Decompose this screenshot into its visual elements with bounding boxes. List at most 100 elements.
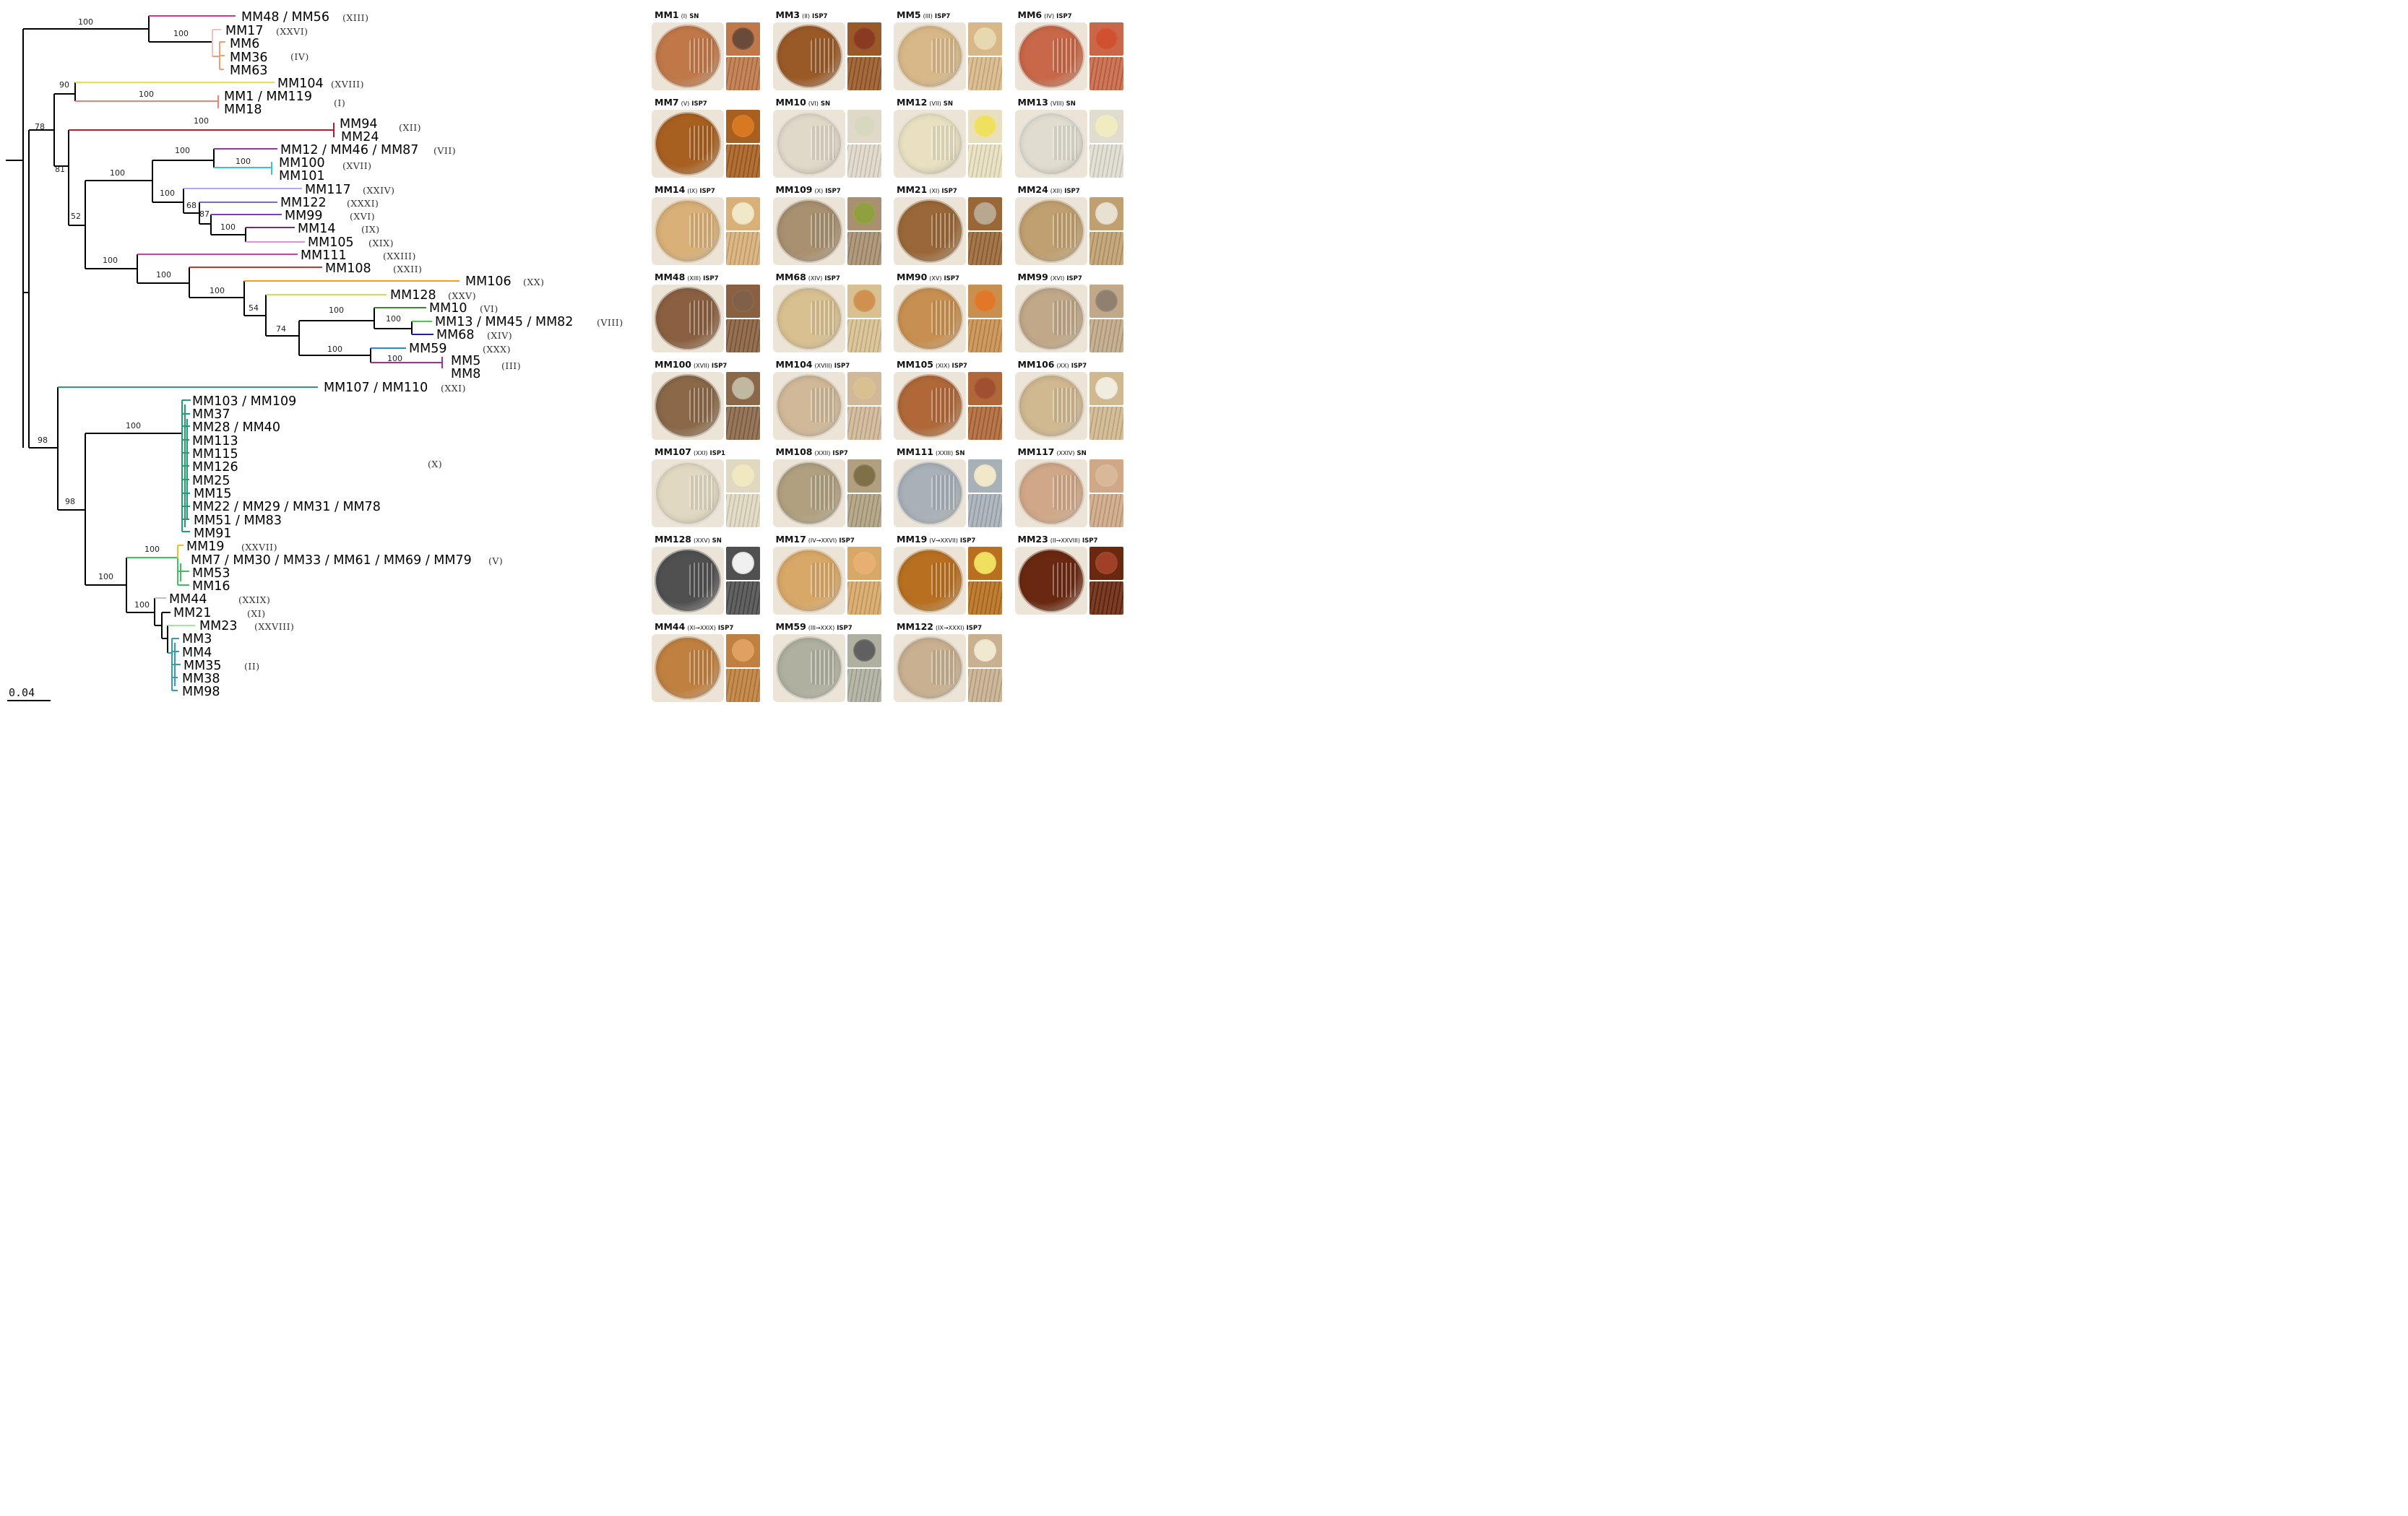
medium-tag: ISP7 xyxy=(941,188,957,195)
group-label: (IV) xyxy=(290,51,309,62)
streak-pattern xyxy=(931,475,956,510)
medium-tag: ISP7 xyxy=(812,13,828,20)
plate-caption: MM10(VI)SN xyxy=(776,95,831,108)
isolate-id: MM44 xyxy=(655,621,686,632)
colony-closeup xyxy=(1089,110,1123,143)
bootstrap-value: 81 xyxy=(55,165,65,174)
plate-caption: MM68(XIV)ISP7 xyxy=(776,269,840,283)
plate-caption: MM7(V)ISP7 xyxy=(655,95,707,108)
bootstrap-value: 100 xyxy=(78,17,93,27)
streak-pattern xyxy=(689,213,714,248)
colony xyxy=(974,27,996,50)
group-tag: (V→XXVII) xyxy=(929,537,958,544)
bootstrap-value: 100 xyxy=(386,314,401,324)
tree-branch xyxy=(212,41,225,70)
streak-pattern xyxy=(689,126,714,160)
medium-tag: ISP7 xyxy=(1056,13,1072,20)
colony-closeup xyxy=(968,110,1002,143)
bootstrap-value: 100 xyxy=(236,157,251,166)
petri-dish xyxy=(655,199,721,263)
group-label: (XVIII) xyxy=(331,79,364,90)
colony xyxy=(1095,464,1118,487)
colony-surface-closeup xyxy=(1089,57,1123,90)
tip-label: MM103 / MM109 xyxy=(192,394,296,409)
group-tag: (V) xyxy=(681,100,690,107)
streak-pattern xyxy=(689,563,714,597)
plate-caption: MM12(VII)SN xyxy=(897,95,953,108)
streak-pattern xyxy=(1052,388,1077,423)
petri-dish xyxy=(775,549,842,612)
tip-label: MM101 xyxy=(279,169,325,183)
tip-label: MM17 xyxy=(225,24,263,38)
group-tag: (XXII) xyxy=(814,450,831,456)
tip-label: MM35 xyxy=(184,659,221,673)
colony-closeup xyxy=(847,285,881,318)
petri-dish-photo xyxy=(772,285,845,352)
tip-label: MM108 xyxy=(325,261,371,276)
isolate-id: MM108 xyxy=(775,446,813,457)
streak-pattern xyxy=(689,475,714,510)
medium-tag: ISP7 xyxy=(824,275,840,282)
petri-dish xyxy=(897,25,963,88)
bootstrap-value: 100 xyxy=(126,421,141,430)
plate-caption: MM111(XXIII)SN xyxy=(897,444,965,458)
tip-label: MM7 / MM30 / MM33 / MM61 / MM69 / MM79 xyxy=(191,553,472,568)
group-label: (XIX) xyxy=(368,238,394,248)
petri-dish xyxy=(1017,199,1084,263)
group-label: (XXXI) xyxy=(347,198,379,209)
tip-label: MM107 / MM110 xyxy=(324,381,428,395)
isolate-id: MM100 xyxy=(655,359,691,370)
medium-tag: ISP7 xyxy=(691,100,707,108)
tree-branch xyxy=(75,95,219,108)
colony xyxy=(1095,552,1118,574)
streak-pattern xyxy=(931,213,956,248)
group-label: (XXII) xyxy=(393,264,422,274)
group-tag: (XI) xyxy=(929,188,940,194)
colony-closeup xyxy=(968,634,1002,667)
bootstrap-value: 100 xyxy=(98,572,113,581)
colony-surface-closeup xyxy=(847,319,881,352)
group-tag: (X) xyxy=(814,188,824,194)
tip-label: MM115 xyxy=(192,447,238,462)
group-tag: (XV) xyxy=(929,275,942,282)
colony xyxy=(853,552,876,574)
tip-label: MM16 xyxy=(192,579,230,594)
group-label: (VI) xyxy=(480,303,499,314)
medium-tag: SN xyxy=(712,537,722,545)
group-label: (V) xyxy=(488,555,503,566)
colony-surface-closeup xyxy=(726,669,760,702)
bootstrap-value: 100 xyxy=(139,90,154,99)
group-label: (XVII) xyxy=(342,160,372,171)
plate-cell: MM100(XVII)ISP7 xyxy=(650,355,760,443)
colony xyxy=(974,639,996,662)
colony-closeup xyxy=(847,547,881,580)
colony xyxy=(974,290,996,312)
colony xyxy=(974,202,996,225)
petri-dish-photo xyxy=(1014,197,1087,265)
tip-label: MM91 xyxy=(194,527,231,541)
colony-surface-closeup xyxy=(726,232,760,265)
plate-caption: MM23(II→XXVIII)ISP7 xyxy=(1018,532,1098,545)
petri-dish-photo xyxy=(772,22,845,90)
colony-surface-closeup xyxy=(968,494,1002,527)
tip-label: MM15 xyxy=(194,487,231,501)
tip-label: MM36 xyxy=(230,51,267,65)
plate-cell: MM13(VIII)SN xyxy=(1014,93,1123,181)
medium-tag: SN xyxy=(955,450,965,457)
colony-closeup xyxy=(847,634,881,667)
scale-bar-label: 0.04 xyxy=(9,686,35,699)
plate-caption: MM14(IX)ISP7 xyxy=(655,182,715,196)
bootstrap-value: 100 xyxy=(144,545,160,554)
bootstrap-value: 100 xyxy=(194,116,209,126)
group-label: (XI) xyxy=(247,608,266,619)
isolate-id: MM3 xyxy=(775,9,800,20)
tip-label: MM48 / MM56 xyxy=(241,10,329,25)
colony-closeup xyxy=(968,547,1002,580)
tree-branch xyxy=(168,638,181,691)
group-tag: (XII) xyxy=(1050,188,1063,194)
medium-tag: ISP7 xyxy=(839,537,855,545)
streak-pattern xyxy=(689,388,714,423)
streak-pattern xyxy=(689,38,714,73)
streak-pattern xyxy=(810,300,835,335)
group-label: (III) xyxy=(501,360,521,371)
